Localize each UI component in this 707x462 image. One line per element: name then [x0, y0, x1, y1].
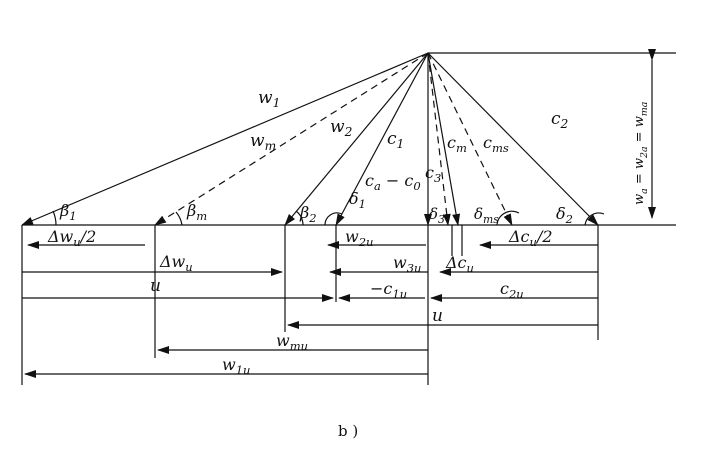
label-u2: u: [432, 306, 443, 326]
label-w3u: w3u​: [393, 253, 421, 275]
arc-delta2: [584, 212, 605, 226]
label-deltams: δms​: [474, 205, 499, 226]
label-beta2: β2​: [299, 203, 317, 225]
vector-wm: [154, 52, 429, 226]
arc-betam: [175, 211, 183, 226]
label-ca-c0: ca − c0​: [365, 171, 421, 193]
vector-c2: [427, 52, 599, 226]
axial-dimension-label: wa = w2a = wma​: [632, 102, 650, 205]
arc-delta1: [324, 212, 343, 226]
label-cm: cm​: [447, 133, 467, 155]
label-dcu: Δcu​: [445, 253, 474, 275]
vector-c3-dashed: [427, 52, 451, 226]
label-w2: w2​: [330, 117, 353, 139]
label-w1: w1​: [258, 88, 280, 110]
label-cms: cms​: [483, 133, 509, 155]
label-beta1: β1​: [59, 201, 77, 223]
label-neg-c1u: −c1u​: [370, 279, 407, 301]
label-delta3: δ3​: [429, 205, 445, 226]
label-c2u: c2u​: [500, 279, 524, 301]
arc-deltams: [496, 210, 520, 226]
label-dwu: Δwu​: [159, 252, 193, 274]
label-c2: c2​: [551, 109, 569, 131]
label-wm: wm​: [250, 131, 276, 153]
label-u1: u: [150, 276, 161, 296]
vector-w2: [284, 52, 429, 226]
label-wmu: wmu​: [276, 331, 308, 353]
vector-c1: [335, 52, 429, 226]
label-dcu-half: Δcu/2: [508, 227, 553, 249]
label-c1: c1​: [387, 129, 404, 151]
label-dwu-half: Δwu/2: [47, 227, 96, 249]
label-delta2: δ2​: [556, 204, 573, 226]
label-delta1: δ1​: [349, 189, 366, 211]
vector-w1: [21, 52, 429, 226]
arc-beta2: [295, 210, 304, 226]
label-c3: c3​: [425, 163, 441, 185]
figure-caption: b ): [338, 422, 358, 440]
label-betam: βm​: [186, 201, 207, 223]
label-w2u: w2u​: [345, 227, 373, 249]
vector-cm: [427, 52, 461, 226]
label-w1u: w1u​: [222, 355, 250, 377]
arc-beta1: [52, 210, 57, 226]
vector-cms: [427, 52, 513, 226]
